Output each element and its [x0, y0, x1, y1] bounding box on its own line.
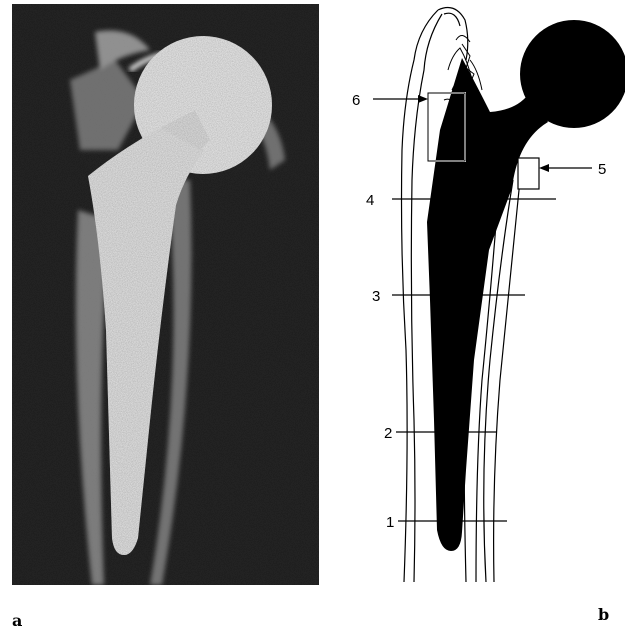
schematic-panel [373, 8, 625, 582]
panel-label-b: b [598, 605, 609, 624]
label-4: 4 [366, 192, 374, 209]
label-5: 5 [598, 161, 606, 178]
label-1: 1 [386, 514, 394, 531]
schematic-stem [427, 58, 548, 551]
label-3: 3 [372, 288, 380, 305]
radiograph-panel [12, 4, 319, 585]
region-box-5 [518, 158, 539, 189]
panel-label-a: a [12, 611, 22, 629]
label-2: 2 [384, 425, 392, 442]
label-6: 6 [352, 92, 360, 109]
